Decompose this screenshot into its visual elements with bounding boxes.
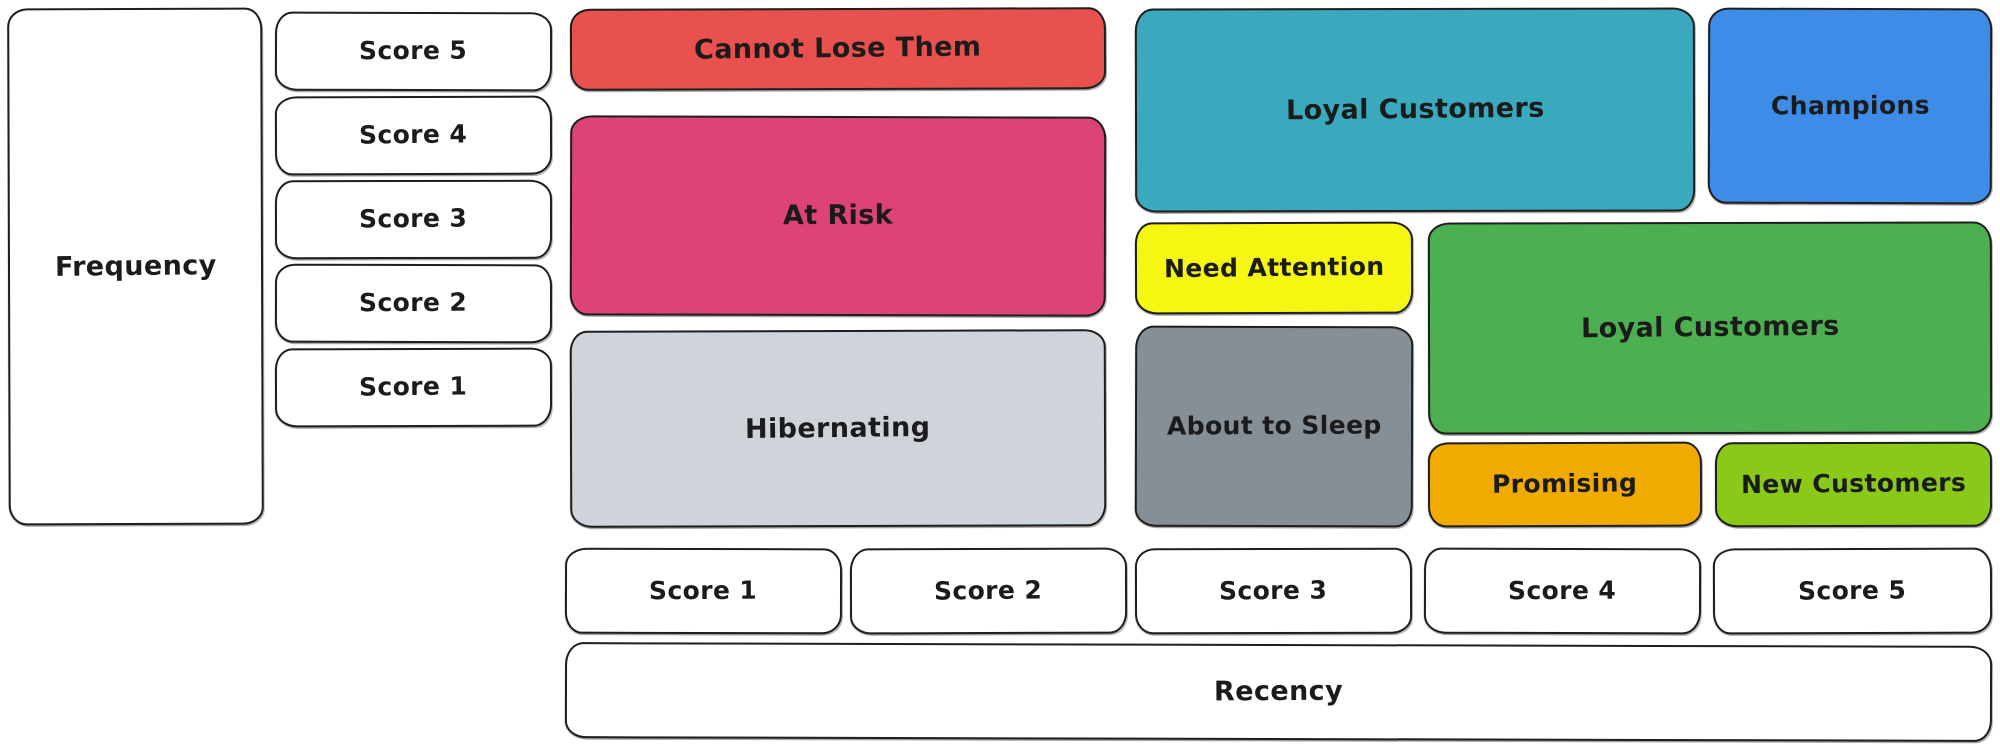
- segment-cannot-lose-them[interactable]: Cannot Lose Them: [569, 7, 1107, 91]
- frequency-score-5[interactable]: Score 5: [274, 11, 553, 92]
- recency-score-3[interactable]: Score 3: [1134, 547, 1413, 635]
- segment-label: Loyal Customers: [1580, 311, 1840, 345]
- segment-label: Cannot Lose Them: [694, 31, 982, 67]
- segment-about-to-sleep[interactable]: About to Sleep: [1134, 325, 1414, 528]
- segment-label: Need Attention: [1163, 251, 1385, 283]
- segment-label: Champions: [1770, 90, 1930, 121]
- segment-label: New Customers: [1740, 468, 1967, 500]
- frequency-score-2[interactable]: Score 2: [274, 263, 553, 344]
- x-axis-label-recency: Recency: [564, 642, 1993, 742]
- recency-score-4[interactable]: Score 4: [1423, 547, 1702, 635]
- segment-loyal-customers-green[interactable]: Loyal Customers: [1427, 221, 1993, 435]
- segment-label: Loyal Customers: [1285, 93, 1545, 127]
- recency-score-1[interactable]: Score 1: [564, 547, 843, 635]
- segment-new-customers[interactable]: New Customers: [1714, 441, 1993, 528]
- segment-label: Hibernating: [745, 411, 931, 445]
- frequency-score-3[interactable]: Score 3: [274, 179, 553, 260]
- segment-need-attention[interactable]: Need Attention: [1134, 221, 1414, 315]
- segment-promising[interactable]: Promising: [1427, 441, 1703, 528]
- frequency-score-1[interactable]: Score 1: [274, 347, 553, 428]
- y-axis-label-text: Frequency: [54, 250, 217, 283]
- y-axis-label-frequency: Frequency: [7, 7, 264, 526]
- segment-hibernating[interactable]: Hibernating: [569, 329, 1107, 528]
- segment-at-risk[interactable]: At Risk: [569, 115, 1107, 317]
- segment-loyal-customers-teal[interactable]: Loyal Customers: [1134, 7, 1696, 213]
- segment-label: About to Sleep: [1166, 410, 1382, 441]
- x-axis-label-text: Recency: [1213, 676, 1344, 708]
- segment-label: Promising: [1492, 468, 1638, 499]
- recency-score-2[interactable]: Score 2: [849, 547, 1128, 635]
- recency-score-5[interactable]: Score 5: [1712, 547, 1993, 635]
- segment-champions[interactable]: Champions: [1707, 7, 1993, 205]
- segment-label: At Risk: [782, 200, 894, 232]
- frequency-score-4[interactable]: Score 4: [274, 95, 553, 176]
